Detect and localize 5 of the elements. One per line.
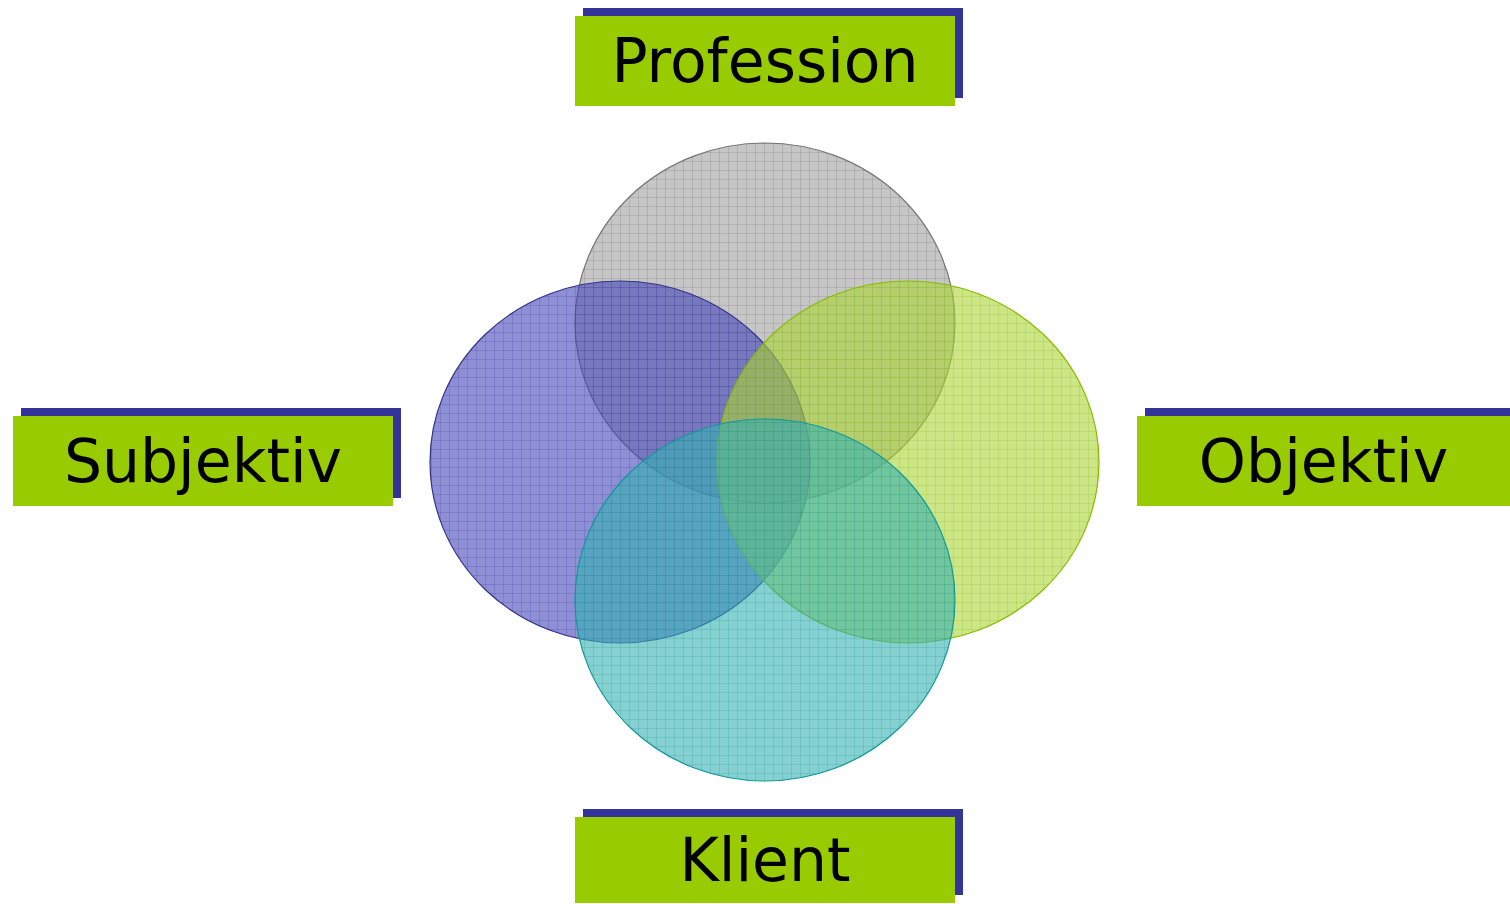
- label-box: Klient: [575, 817, 955, 903]
- label-box: Profession: [575, 16, 955, 106]
- circle: [574, 418, 956, 782]
- label-box: Subjektiv: [13, 416, 393, 506]
- label-box: Objektiv: [1137, 416, 1510, 506]
